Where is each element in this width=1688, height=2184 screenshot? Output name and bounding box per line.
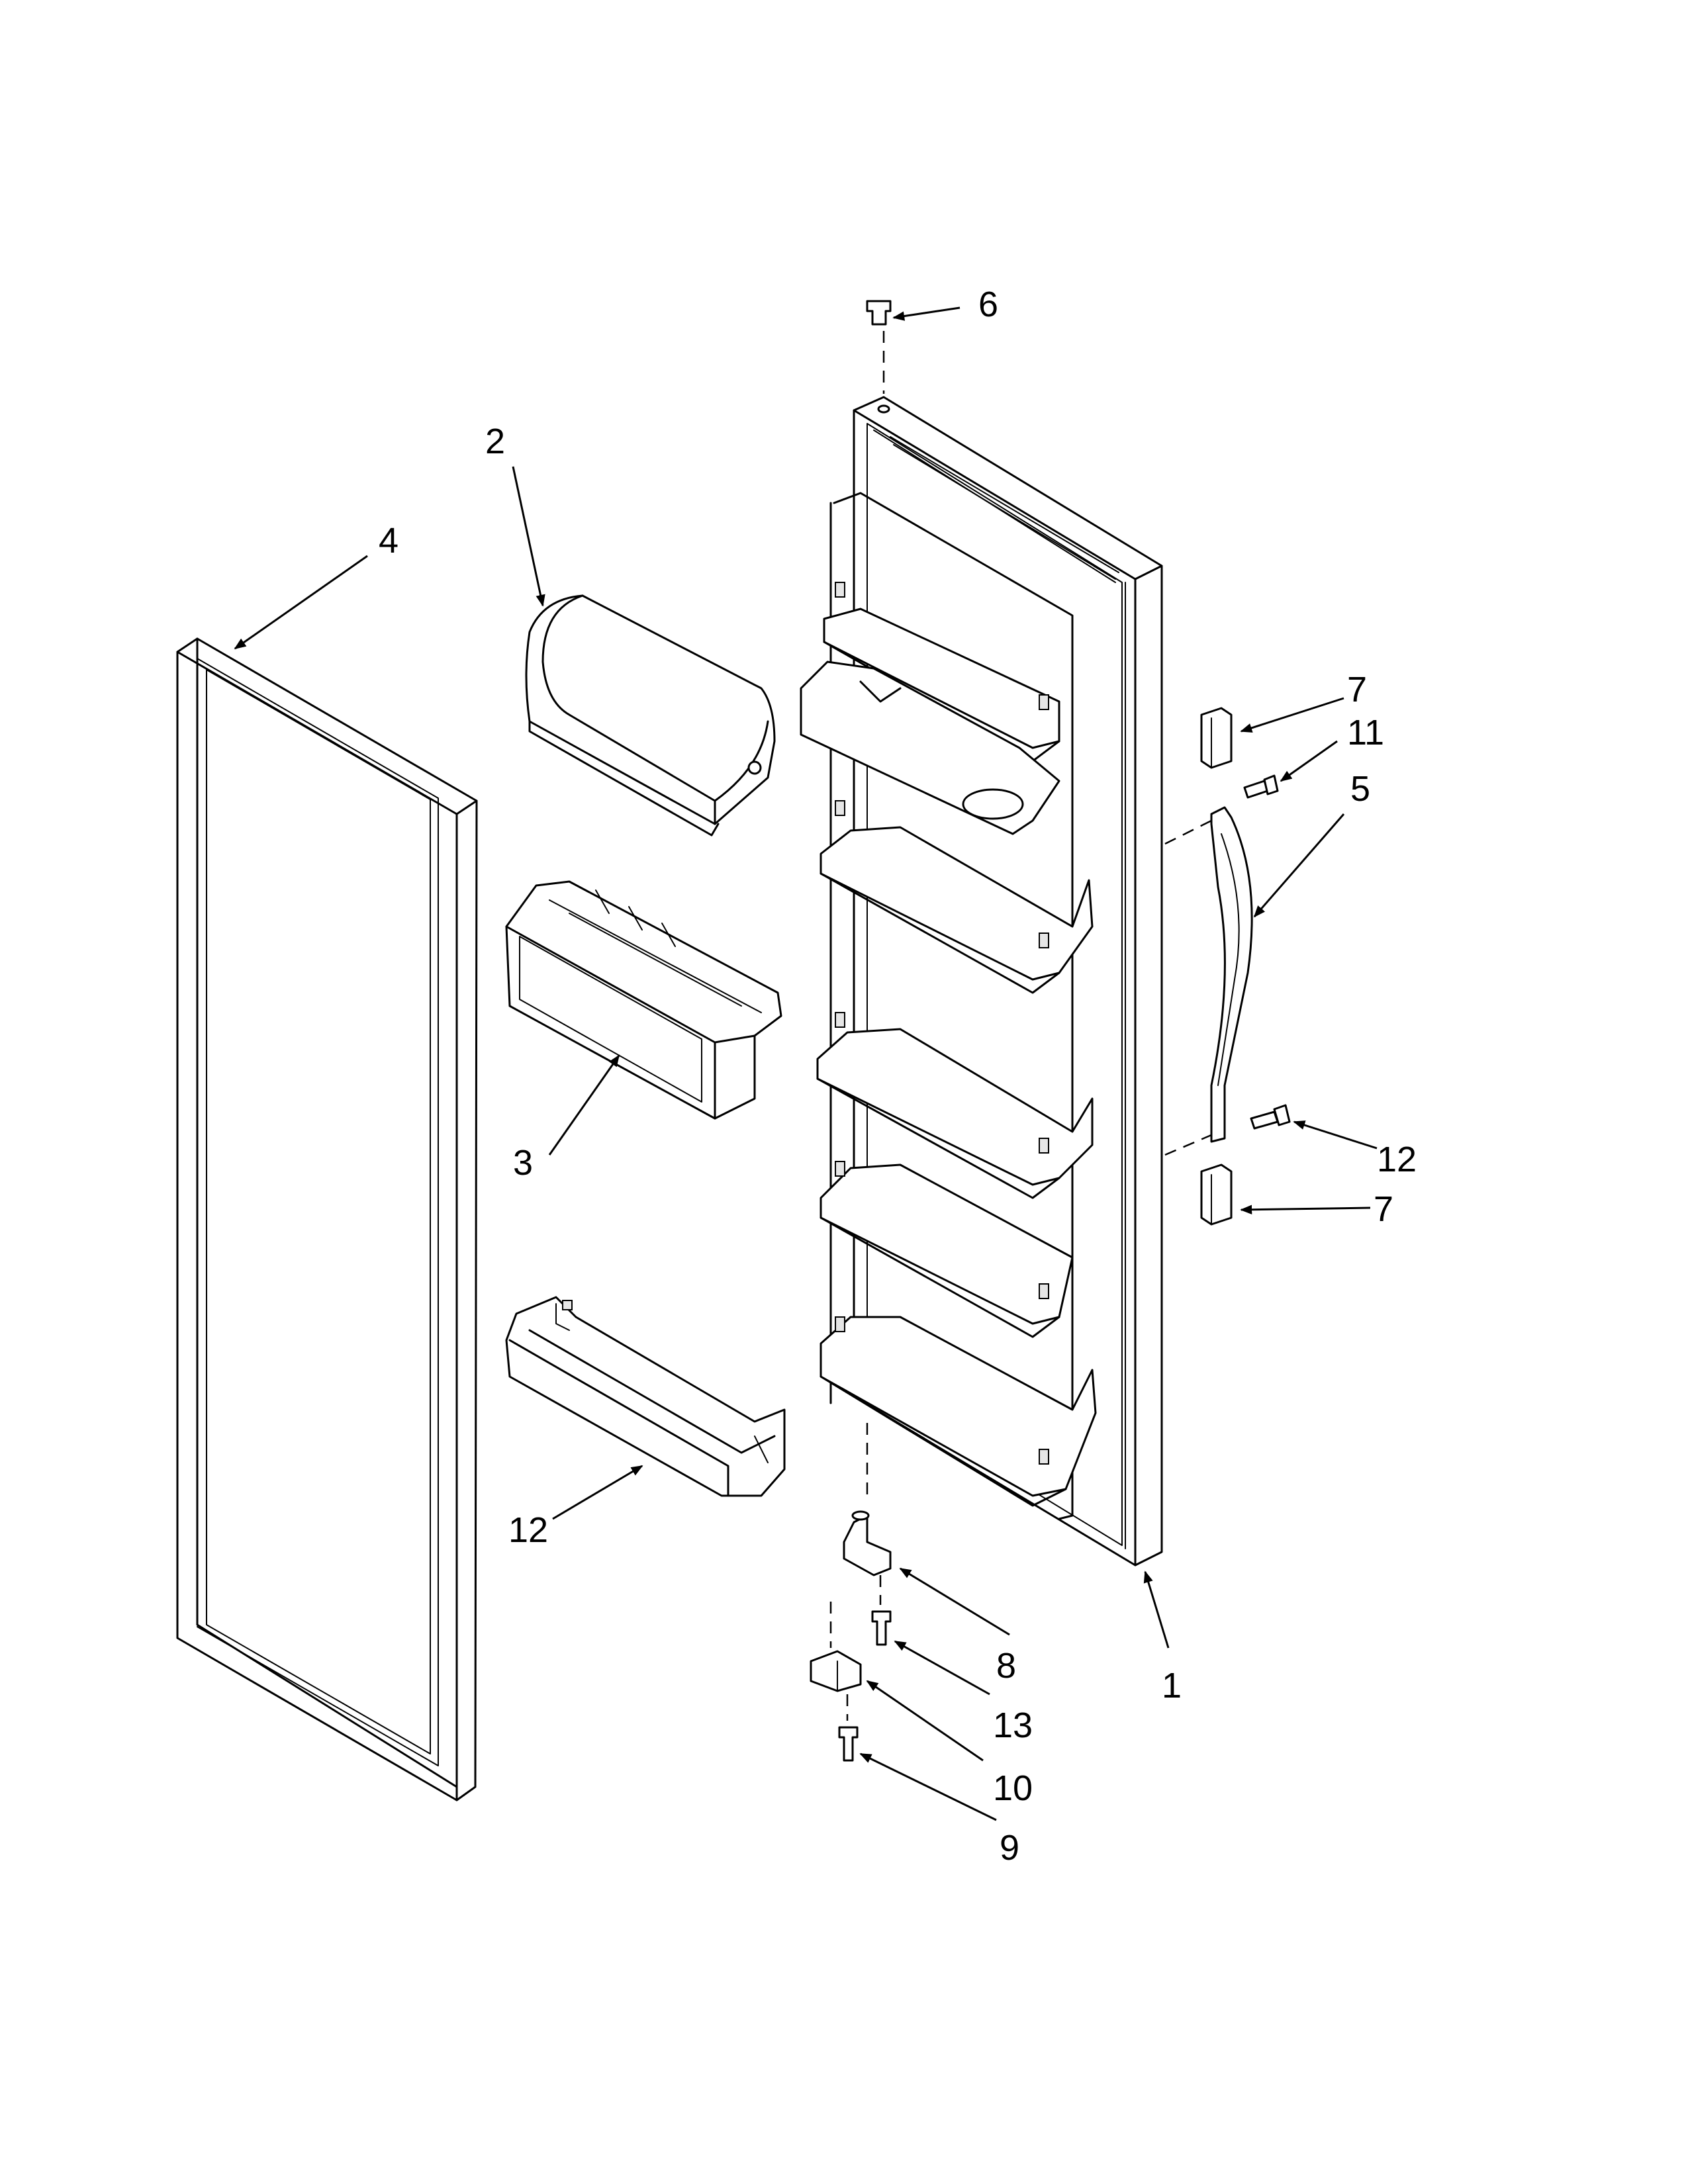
- part-5-handle: [1164, 806, 1253, 1156]
- part-10-hinge-bracket: [810, 1602, 862, 1692]
- part-7-upper-endcap: [1200, 707, 1233, 769]
- leader-10: [866, 1680, 984, 1762]
- callout-labels: 6 2 4 7 11 5 3 12 7 12 8 1 13 10 9: [379, 285, 1417, 1868]
- callout-6: 6: [978, 285, 998, 324]
- leader-12b: [1293, 1120, 1378, 1150]
- part-11-screw: [1243, 774, 1279, 799]
- leader-1: [1143, 1570, 1170, 1649]
- leader-4: [234, 555, 368, 650]
- callout-13: 13: [993, 1706, 1033, 1745]
- callout-12b: 12: [1377, 1140, 1417, 1179]
- callout-1: 1: [1162, 1666, 1182, 1706]
- leader-12a: [552, 1465, 643, 1520]
- leader-9: [859, 1752, 997, 1821]
- part-1-door-assembly: [800, 396, 1163, 1567]
- part-13-screw: [871, 1575, 892, 1646]
- leader-5: [1253, 813, 1345, 918]
- leader-3: [548, 1054, 620, 1156]
- callout-10: 10: [993, 1768, 1033, 1808]
- callout-7b: 7: [1374, 1189, 1393, 1229]
- leader-2: [512, 466, 545, 607]
- part-4-door-gasket: [176, 637, 478, 1801]
- leader-7b: [1240, 1205, 1371, 1214]
- part-9-screw: [838, 1694, 859, 1762]
- leader-lines: [234, 306, 1378, 1821]
- part-3-utility-bin: [505, 880, 782, 1120]
- callout-11: 11: [1347, 713, 1384, 752]
- part-6-plug: [866, 300, 892, 394]
- leader-13: [894, 1640, 990, 1696]
- part-12-door-shelf-bar: [505, 1296, 786, 1497]
- part-7-lower-endcap: [1200, 1163, 1233, 1226]
- leader-11: [1280, 740, 1338, 782]
- callout-7a: 7: [1347, 670, 1367, 709]
- callout-8: 8: [996, 1646, 1016, 1686]
- callout-2: 2: [485, 422, 505, 461]
- callout-4: 4: [379, 521, 399, 561]
- callout-12a: 12: [508, 1510, 548, 1550]
- part-12-screw: [1250, 1104, 1291, 1130]
- leader-6: [892, 306, 961, 321]
- part-2-dairy-door: [525, 594, 776, 837]
- leader-7a: [1240, 697, 1344, 733]
- callout-9: 9: [1000, 1828, 1019, 1868]
- callout-3: 3: [513, 1143, 533, 1183]
- leader-8: [899, 1567, 1010, 1636]
- callout-5: 5: [1350, 769, 1370, 809]
- part-8-hinge: [843, 1423, 892, 1576]
